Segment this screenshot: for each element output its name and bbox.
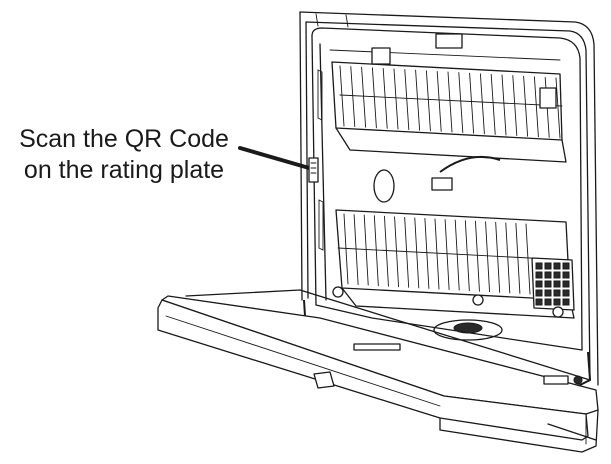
callout-line-2: on the rating plate: [23, 156, 225, 184]
rating-plate: [308, 157, 319, 183]
tub-floor: [315, 304, 583, 351]
callout-leader-line: [238, 146, 318, 172]
upper-rack: [331, 33, 567, 163]
rack-wheels: [332, 286, 564, 318]
callout-label: Scan the QR Code on the rating plate: [6, 124, 242, 186]
toe-kick: [313, 371, 597, 441]
spray-arm: [373, 155, 501, 203]
dishwasher-cabinet: [299, 11, 599, 386]
dishwasher-door: [157, 289, 599, 453]
lower-rack: [335, 209, 575, 319]
callout-line-1: Scan the QR Code: [19, 125, 229, 153]
sump-filter: [433, 319, 503, 341]
